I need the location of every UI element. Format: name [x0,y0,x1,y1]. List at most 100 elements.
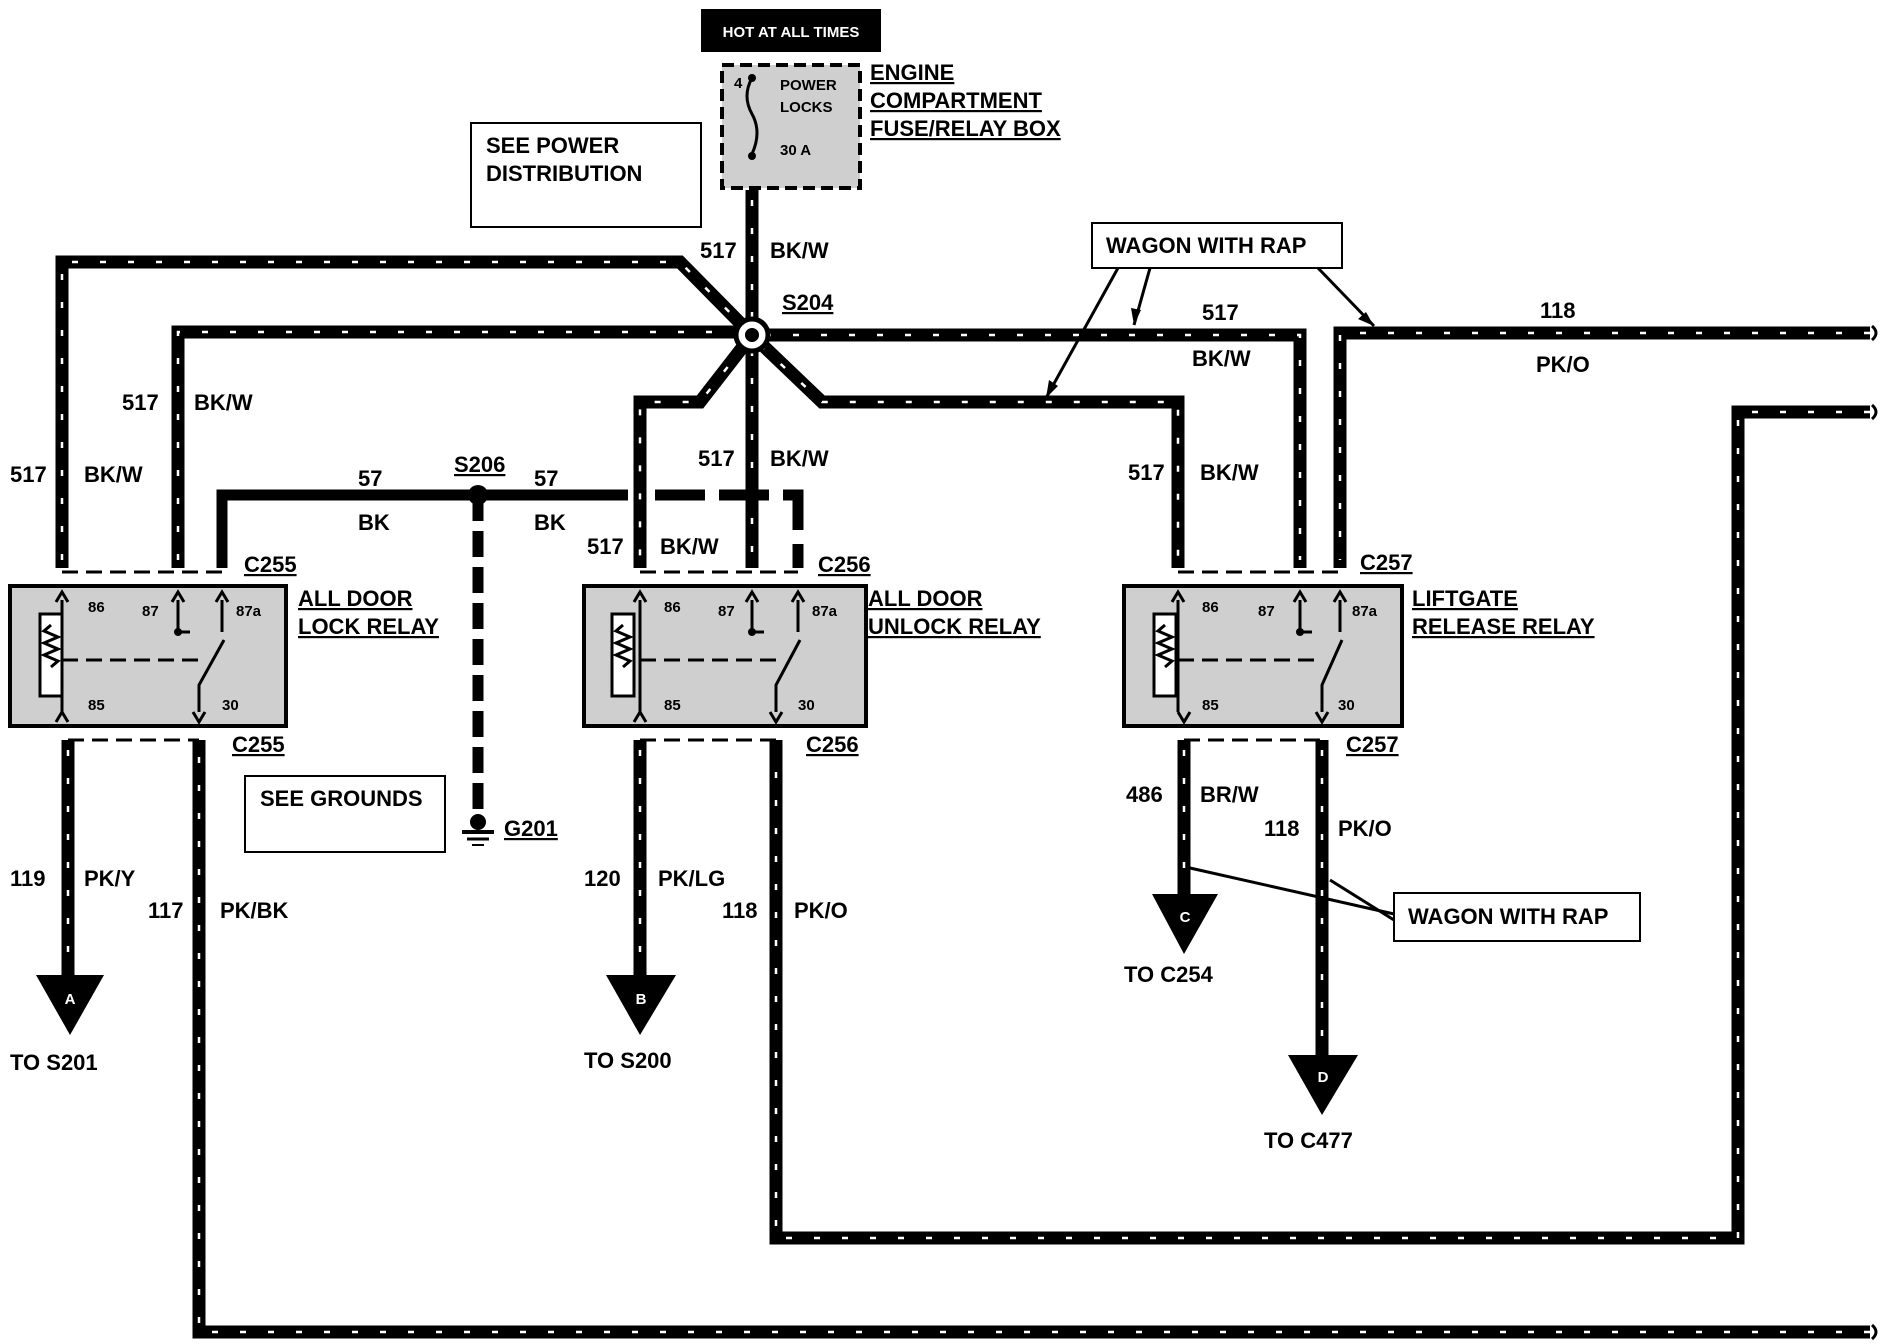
liftgate-pin-85: 85 [1202,697,1219,714]
lock-relay-label-1: ALL DOOR [298,586,413,611]
fuse-rating: 30 A [780,142,811,159]
liftgate-pin-86: 86 [1202,599,1219,616]
unlock-relay-label-1: ALL DOOR [868,586,983,611]
output-d-dest: TO C477 [1264,1128,1353,1153]
lbl-pko-unlock: PK/O [794,898,848,923]
lbl-bkw-feed: BK/W [770,238,829,263]
all-door-lock-relay [8,570,288,742]
wire-117-bottom [192,740,1870,1339]
lbl-bkw-unlock86: BK/W [660,534,719,559]
fuse-number: 4 [734,75,743,92]
lock-connector-top: C255 [244,552,297,577]
unlock-pin-87: 87 [718,603,735,620]
wagon-with-rap-bottom-box [1393,892,1641,942]
lock-pin-30: 30 [222,697,239,714]
wire-continuation-marks [1870,324,1878,1341]
wire-517-outer-left [55,255,757,568]
wire-57-right [655,489,804,568]
output-arrow-c [1152,894,1218,954]
lbl-pko-top: PK/O [1536,352,1590,377]
lbl-pko-d: PK/O [1338,816,1392,841]
lbl-pklg: PK/LG [658,866,725,891]
output-c-letter: C [1180,909,1191,926]
lbl-57-left: 57 [358,466,382,491]
lbl-117: 117 [148,898,184,923]
fuse-name-2: LOCKS [780,99,833,116]
unlock-pin-30: 30 [798,697,815,714]
label-s204: S204 [782,290,834,315]
liftgate-connector-bottom: C257 [1346,732,1399,757]
lbl-bkw-unlock87: BK/W [770,446,829,471]
see-power-line-2: DISTRIBUTION [486,161,642,186]
unlock-connector-bottom: C256 [806,732,859,757]
liftgate-relay-label-2: RELEASE RELAY [1412,614,1595,639]
wire-118-top [1333,326,1870,568]
liftgate-pin-87: 87 [1258,603,1275,620]
output-arrow-d [1288,1055,1358,1115]
wire-517-liftgate [747,330,1185,568]
lbl-bkw-liftgate: BK/W [1200,460,1259,485]
liftgate-connector-top: C257 [1360,550,1413,575]
fuse-box [720,63,862,190]
output-arrow-b [606,975,676,1035]
lock-connector-bottom: C255 [232,732,285,757]
unlock-connector-top: C256 [818,552,871,577]
output-a-letter: A [65,991,76,1008]
output-b-letter: B [636,991,647,1008]
unlock-pin-86: 86 [664,599,681,616]
liftgate-pin-87a: 87a [1352,603,1378,620]
lbl-517-right: 517 [1202,300,1239,325]
fuse-name-1: POWER [780,77,837,94]
wagon-with-rap-top-label: WAGON WITH RAP [1106,233,1306,258]
lock-pin-87a: 87a [236,603,262,620]
lbl-118-unlock: 118 [722,898,758,923]
lbl-517-liftgate: 517 [1128,460,1165,485]
output-arrow-a [36,975,104,1035]
unlock-pin-85: 85 [664,697,681,714]
output-d-letter: D [1318,1069,1329,1086]
wire-group [55,190,1870,1339]
lock-pin-87: 87 [142,603,159,620]
label-s206: S206 [454,452,505,477]
lbl-brw: BR/W [1200,782,1259,807]
lbl-bk-left: BK [358,510,390,535]
lbl-118-d: 118 [1264,816,1300,841]
liftgate-relay-label-1: LIFTGATE [1412,586,1518,611]
see-power-line-1: SEE POWER [486,133,619,158]
lbl-bkw-right: BK/W [1192,346,1251,371]
lbl-118-top: 118 [1540,298,1576,323]
liftgate-pin-30: 30 [1338,697,1355,714]
lbl-bkw-outer: BK/W [84,462,143,487]
see-grounds-label: SEE GROUNDS [260,786,423,811]
lbl-517-outer: 517 [10,462,47,487]
unlock-relay-label-2: UNLOCK RELAY [868,614,1041,639]
output-a-dest: TO S201 [10,1050,98,1075]
see-power-distribution-box [470,122,702,228]
hot-at-all-times-label: HOT AT ALL TIMES [723,24,860,41]
output-c-dest: TO C254 [1124,962,1214,987]
lbl-bk-right: BK [534,510,566,535]
lbl-pky: PK/Y [84,866,136,891]
lbl-517-feed: 517 [700,238,737,263]
label-g201: G201 [504,816,558,841]
fuse-box-label-1: ENGINE [870,60,954,85]
lbl-120: 120 [584,866,621,891]
lock-pin-85: 85 [88,697,105,714]
ground-g201-symbol [462,814,494,846]
all-door-unlock-relay [582,570,868,742]
fuse-box-label-3: FUSE/RELAY BOX [870,116,1061,141]
lbl-517-unlock86: 517 [587,534,624,559]
lbl-119: 119 [10,866,46,891]
splice-s206 [468,485,488,505]
output-b-dest: TO S200 [584,1048,672,1073]
lock-relay-label-2: LOCK RELAY [298,614,439,639]
hot-at-all-times-banner [701,9,881,52]
see-grounds-box [244,775,446,853]
lbl-517-inner: 517 [122,390,159,415]
liftgate-release-relay [1122,570,1404,742]
wagon-bottom-arrows [1189,866,1395,922]
lock-pin-86: 86 [88,599,105,616]
fuse-box-label-2: COMPARTMENT [870,88,1042,113]
unlock-pin-87a: 87a [812,603,838,620]
